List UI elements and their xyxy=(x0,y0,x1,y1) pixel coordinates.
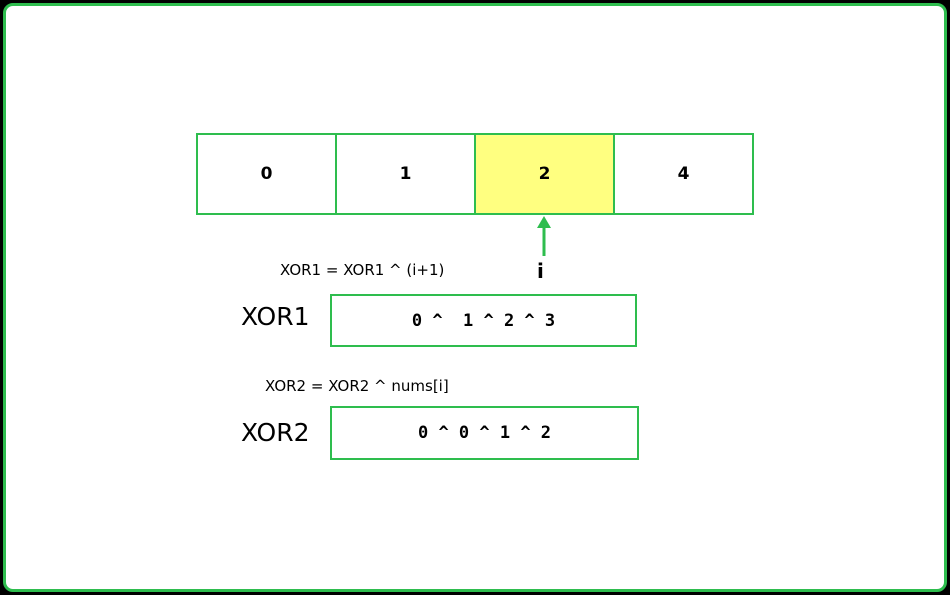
array: 0 1 2 4 xyxy=(196,133,754,215)
xor1-name: XOR1 xyxy=(241,302,310,331)
xor2-name: XOR2 xyxy=(241,418,310,447)
xor1-formula: XOR1 = XOR1 ^ (i+1) xyxy=(280,261,445,279)
xor1-value-box: 0 ^ 1 ^ 2 ^ 3 xyxy=(330,294,637,347)
array-cell-3: 4 xyxy=(613,133,754,215)
array-cell-0: 0 xyxy=(196,133,337,215)
xor2-value-box: 0 ^ 0 ^ 1 ^ 2 xyxy=(330,406,639,460)
array-cell-1: 1 xyxy=(335,133,476,215)
pointer-label: i xyxy=(537,259,544,283)
array-cell-2: 2 xyxy=(474,133,615,215)
xor2-formula: XOR2 = XOR2 ^ nums[i] xyxy=(265,377,449,395)
pointer-arrow-icon xyxy=(537,216,551,256)
